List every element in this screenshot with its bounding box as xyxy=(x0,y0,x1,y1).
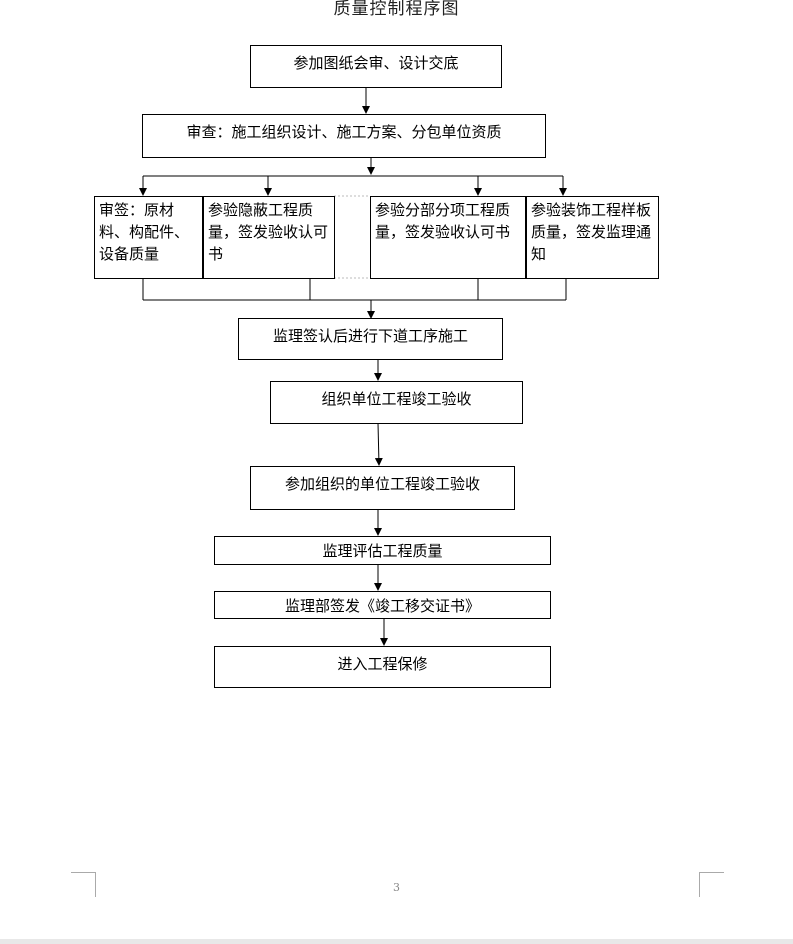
page-title: 质量控制程序图 xyxy=(333,0,460,19)
page-corner-mark-right xyxy=(699,872,724,897)
page-number: 3 xyxy=(393,881,400,894)
step-quality-assessment-label: 监理评估工程质量 xyxy=(322,542,443,560)
step-next-process-label: 监理签认后进行下道工序施工 xyxy=(272,327,468,345)
branch-subdivision-work-label: 参验分部分项工程质量，签发验收认可书 xyxy=(375,201,511,241)
step-attend-acceptance: 参加组织的单位工程竣工验收 xyxy=(250,466,515,510)
branch-decoration-sample-label: 参验装饰工程样板质量，签发监理通知 xyxy=(531,201,652,263)
step-organize-acceptance-label: 组织单位工程竣工验收 xyxy=(321,390,472,408)
step-review-plans-label: 审查：施工组织设计、施工方案、分包单位资质 xyxy=(186,123,502,141)
step-attend-acceptance-label: 参加组织的单位工程竣工验收 xyxy=(284,475,480,493)
step-warranty-label: 进入工程保修 xyxy=(337,655,428,673)
step-warranty: 进入工程保修 xyxy=(214,646,551,688)
step-handover-certificate-label: 监理部签发《竣工移交证书》 xyxy=(284,597,480,615)
branch-decoration-sample: 参验装饰工程样板质量，签发监理通知 xyxy=(526,196,659,279)
step-review-plans: 审查：施工组织设计、施工方案、分包单位资质 xyxy=(142,114,546,158)
page-corner-mark-left xyxy=(71,872,96,897)
branch-material-approval: 审签：原材料、构配件、设备质量 xyxy=(94,196,203,279)
step-quality-assessment: 监理评估工程质量 xyxy=(214,536,551,565)
step-handover-certificate: 监理部签发《竣工移交证书》 xyxy=(214,591,551,619)
step-next-process: 监理签认后进行下道工序施工 xyxy=(238,318,503,360)
page-bottom-edge xyxy=(0,939,793,944)
branch-concealed-work: 参验隐蔽工程质量，签发验收认可书 xyxy=(203,196,335,279)
branch-concealed-work-label: 参验隐蔽工程质量，签发验收认可书 xyxy=(208,201,329,263)
branch-subdivision-work: 参验分部分项工程质量，签发验收认可书 xyxy=(370,196,526,279)
step-drawing-review: 参加图纸会审、设计交底 xyxy=(250,45,502,88)
step-drawing-review-label: 参加图纸会审、设计交底 xyxy=(293,54,459,72)
step-organize-acceptance: 组织单位工程竣工验收 xyxy=(270,381,523,424)
branch-material-approval-label: 审签：原材料、构配件、设备质量 xyxy=(99,201,190,263)
